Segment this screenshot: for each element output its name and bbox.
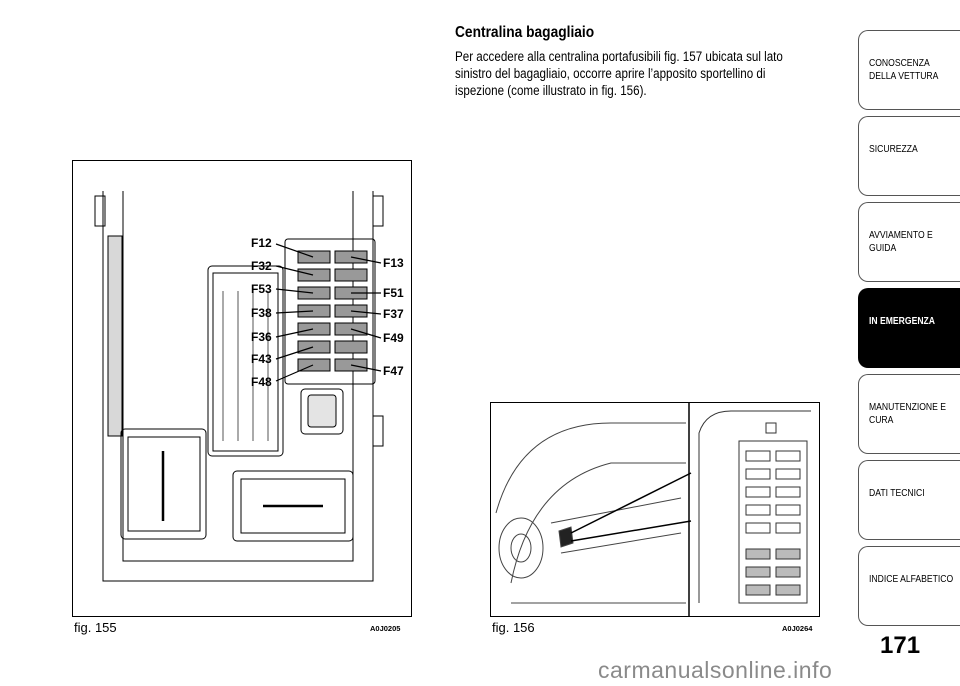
tab-label: DATI TECNICI <box>869 487 925 499</box>
tab-conoscenza[interactable]: CONOSCENZA DELLA VETTURA <box>858 30 960 110</box>
figure-156-trunk <box>490 402 820 617</box>
tab-sicurezza[interactable]: SICUREZZA <box>858 116 960 196</box>
fuse-label-F38: F38 <box>251 306 272 320</box>
fuse-label-F47: F47 <box>383 364 404 378</box>
fuse-label-F49: F49 <box>383 331 404 345</box>
tab-manutenzione[interactable]: MANUTENZIONE E CURA <box>858 374 960 454</box>
tab-label: CONOSCENZA DELLA VETTURA <box>869 57 939 82</box>
fuse-label-F48: F48 <box>251 375 272 389</box>
tab-label: MANUTENZIONE E CURA <box>869 401 947 426</box>
fuse-label-F53: F53 <box>251 282 272 296</box>
fuse-label-F13: F13 <box>383 256 404 270</box>
figure-155-caption: fig. 155 <box>74 620 117 635</box>
page-number: 171 <box>880 632 921 659</box>
trunk-drawing <box>495 403 811 616</box>
tab-dati-tecnici[interactable]: DATI TECNICI <box>858 460 960 540</box>
fuse-label-F12: F12 <box>251 236 272 250</box>
fuse-label-F51: F51 <box>383 286 404 300</box>
section-paragraph: Per accedere alla centralina portafusibi… <box>455 49 783 98</box>
tab-label: INDICE ALFABETICO <box>869 573 954 585</box>
figure-155-fuse-box: F12 F32 F53 F38 F36 F43 F48 F13 F51 F37 … <box>72 160 412 617</box>
figure-156-code: A0J0264 <box>782 624 813 633</box>
figure-156-caption: fig. 156 <box>492 620 535 635</box>
tab-indice-alfabetico[interactable]: INDICE ALFABETICO <box>858 546 960 626</box>
tab-label: IN EMERGENZA <box>869 315 936 327</box>
fuse-label-F36: F36 <box>251 330 272 344</box>
figure-155-code: A0J0205 <box>370 624 401 633</box>
tab-in-emergenza[interactable]: IN EMERGENZA <box>858 288 960 368</box>
tab-label: AVVIAMENTO E GUIDA <box>869 229 933 254</box>
fuse-label-F32: F32 <box>251 259 272 273</box>
tab-avviamento[interactable]: AVVIAMENTO E GUIDA <box>858 202 960 282</box>
fuse-label-F37: F37 <box>383 307 404 321</box>
fuse-box-drawing: F12 F32 F53 F38 F36 F43 F48 F13 F51 F37 … <box>94 191 404 582</box>
watermark: carmanualsonline.info <box>598 657 833 683</box>
section-title: Centralina bagagliaio <box>455 24 595 41</box>
fuse-label-F43: F43 <box>251 352 272 366</box>
tab-label: SICUREZZA <box>869 143 918 155</box>
